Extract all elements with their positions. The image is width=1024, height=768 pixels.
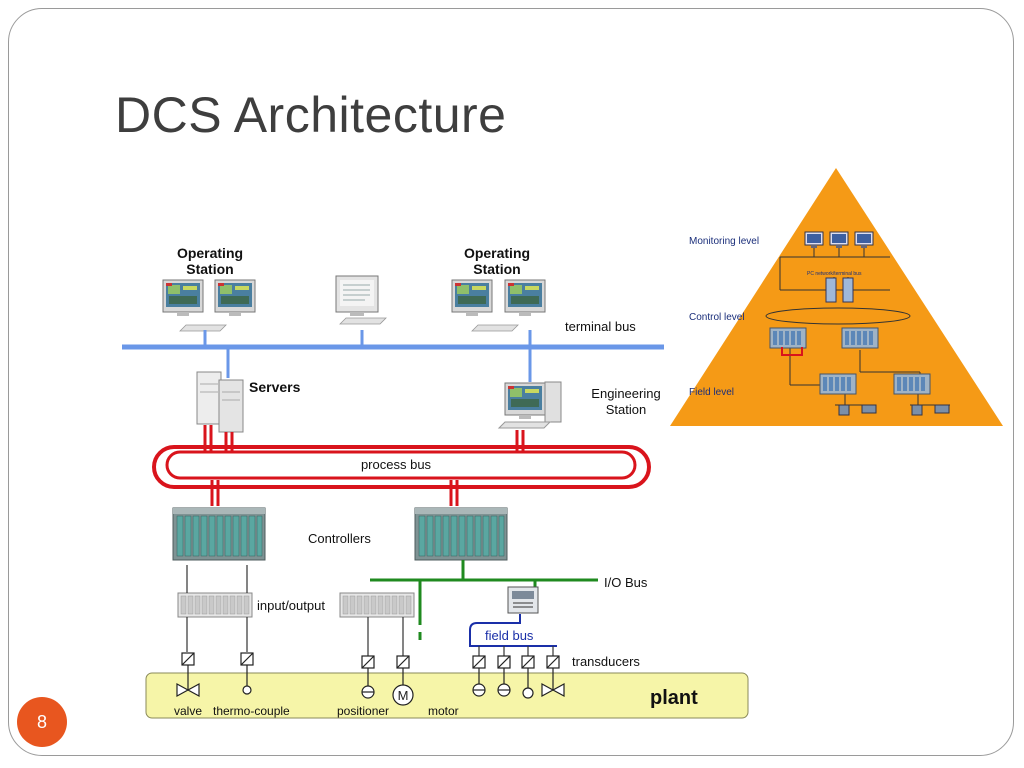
slide-title: DCS Architecture xyxy=(115,87,507,143)
field-bus-device xyxy=(507,586,539,614)
positioner-label: positioner xyxy=(337,704,389,718)
field-wiring xyxy=(186,565,554,656)
motor-label: motor xyxy=(428,704,459,718)
engineering-station xyxy=(497,381,562,429)
field-level-label: Field level xyxy=(689,387,734,398)
operating-station-left xyxy=(162,279,256,332)
engineering-station-label-1: Engineering xyxy=(591,386,660,401)
operating-station-right-label-1: Operating xyxy=(464,245,530,261)
field-bus xyxy=(469,614,557,647)
operating-station-left-label-1: Operating xyxy=(177,245,243,261)
input-output-label: input/output xyxy=(257,598,325,613)
page-number: 8 xyxy=(36,711,47,732)
thermo-couple-label: thermo-couple xyxy=(213,704,290,718)
operating-station-left-label-2: Station xyxy=(186,261,233,277)
terminal-bus xyxy=(122,330,664,382)
pc-network-label: PC network/terminal bus xyxy=(807,271,862,277)
transducers-label: transducers xyxy=(572,654,640,669)
terminal-bus-label: terminal bus xyxy=(565,319,636,334)
process-bus-label: process bus xyxy=(361,457,432,472)
operating-station-right-label-2: Station xyxy=(473,261,520,277)
controllers-label: Controllers xyxy=(308,531,371,546)
process-bus xyxy=(152,425,651,506)
field-bus-label: field bus xyxy=(485,628,534,643)
slide-frame xyxy=(8,8,1014,756)
monitoring-level-label: Monitoring level xyxy=(689,236,759,247)
automation-pyramid xyxy=(670,168,1003,426)
plant-area xyxy=(145,672,749,719)
plant-label: plant xyxy=(650,687,698,709)
plant-devices xyxy=(176,665,565,706)
servers xyxy=(196,371,244,433)
motor-symbol: M xyxy=(398,688,409,703)
operating-station-right xyxy=(451,279,546,332)
workstation-center xyxy=(335,275,387,325)
valve-label: valve xyxy=(174,704,202,718)
page-number-badge: 8 xyxy=(17,697,67,747)
engineering-station-label-2: Station xyxy=(606,402,646,417)
transducers xyxy=(181,652,560,669)
io-bus-label: I/O Bus xyxy=(604,575,648,590)
control-level-label: Control level xyxy=(689,312,745,323)
servers-label: Servers xyxy=(249,379,301,395)
